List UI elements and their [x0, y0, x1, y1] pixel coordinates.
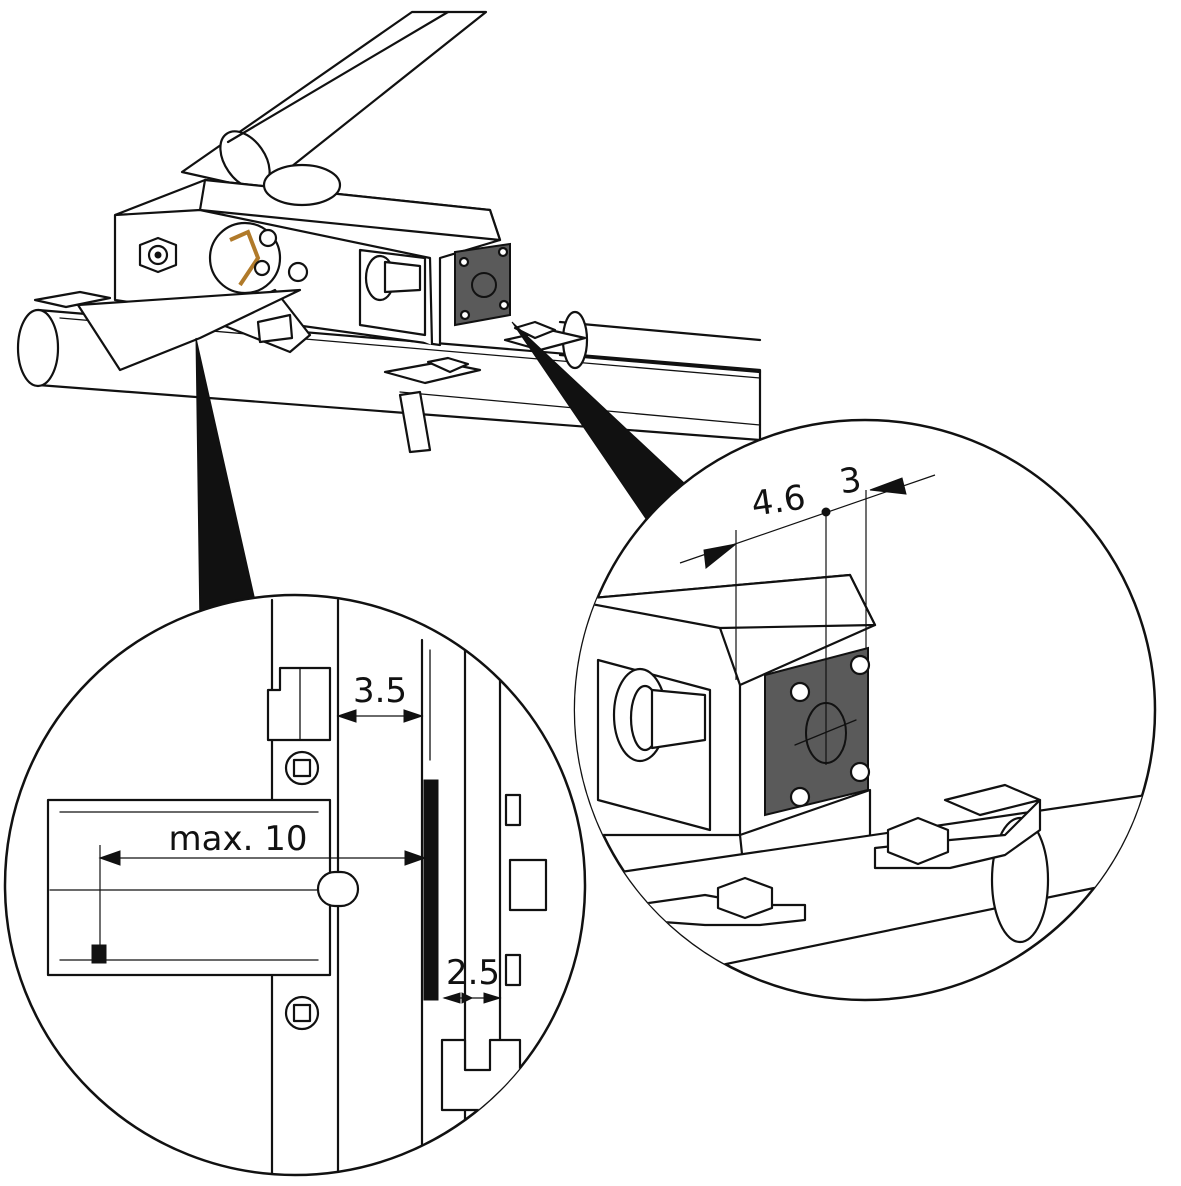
label-gap: 3.5	[353, 671, 407, 711]
handle-rod	[180, 10, 488, 192]
label-reach: max. 10	[169, 819, 308, 859]
right-detail: 4.6 3	[573, 418, 1157, 1002]
dim-offset	[679, 474, 936, 765]
main-assembly	[16, 10, 762, 454]
dim-slot	[442, 992, 502, 1004]
label-offset: 4.6	[749, 478, 808, 525]
mounting-brackets	[33, 288, 587, 454]
dim-gap	[336, 709, 424, 723]
label-slot: 2.5	[446, 953, 500, 993]
left-detail: 3.5 max. 10 2.5	[3, 593, 587, 1177]
deflector-plate	[76, 288, 302, 372]
dim-reach	[98, 850, 427, 866]
